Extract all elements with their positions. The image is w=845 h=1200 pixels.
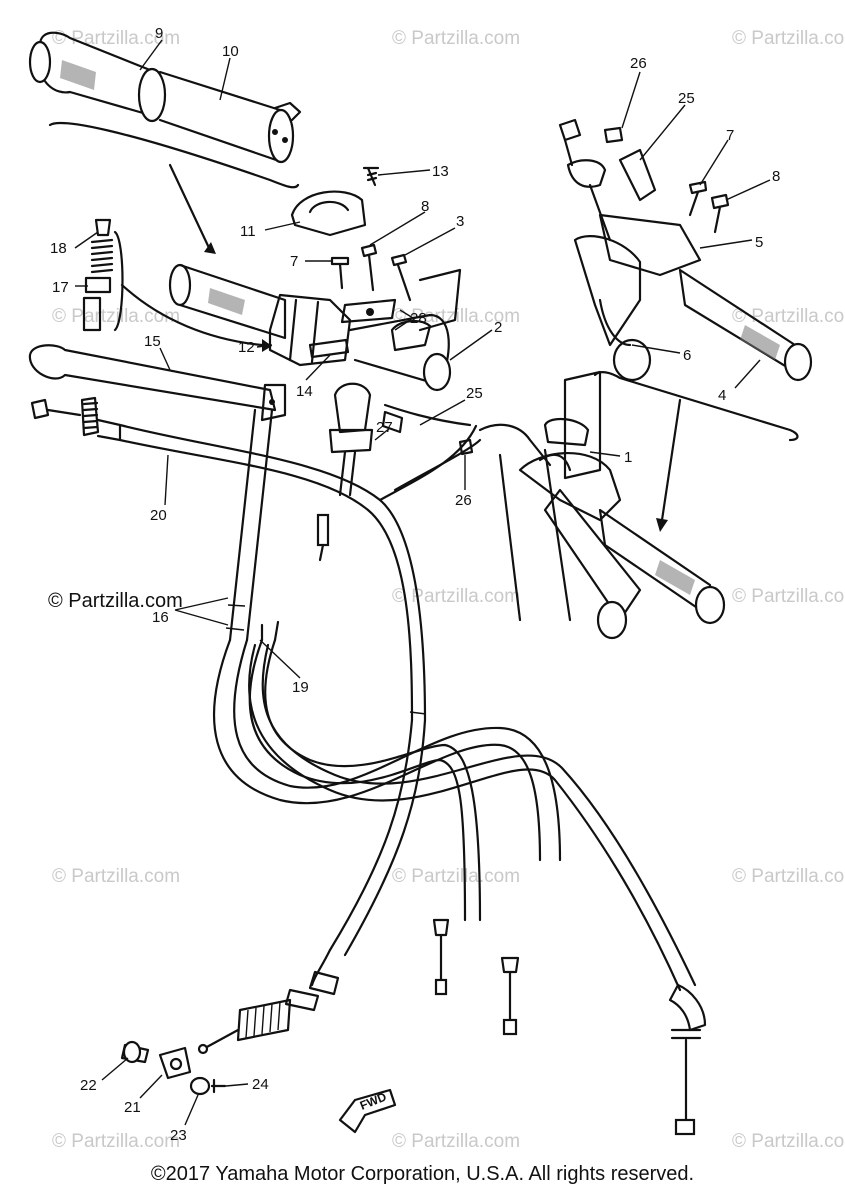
watermark: © Partzilla.com: [392, 586, 520, 607]
callout-13: 13: [432, 163, 449, 180]
callout-26a: 26: [630, 55, 647, 72]
callout-22: 22: [80, 1077, 97, 1094]
callout-4: 4: [718, 387, 726, 404]
watermarks: © Partzilla.com © Partzilla.com © Partzi…: [48, 28, 845, 1152]
cable-ends: [432, 918, 707, 1136]
callout-20: 20: [150, 507, 167, 524]
callout-18: 18: [50, 240, 67, 257]
callout-1: 1: [624, 449, 632, 466]
callout-6: 6: [683, 347, 691, 364]
left-grip: [168, 263, 287, 340]
fwd-arrow-icon: FWD: [338, 1088, 397, 1134]
callout-24: 24: [252, 1076, 269, 1093]
callout-11: 11: [240, 223, 256, 240]
throttle-grip-exploded: [28, 31, 302, 254]
watermark: © Partzilla.com: [732, 28, 845, 49]
callout-26b: 26: [455, 492, 472, 509]
cable-adjuster: [82, 218, 272, 352]
watermark: © Partzilla.com: [732, 866, 845, 887]
watermark: © Partzilla.com: [392, 866, 520, 887]
callout-3: 3: [456, 213, 464, 230]
clutch-cable-end: [30, 396, 427, 722]
callout-23: 23: [170, 1127, 187, 1144]
callout-15: 15: [144, 333, 161, 350]
callout-19: 19: [292, 679, 309, 696]
callout-27: 27: [376, 419, 393, 436]
brake-lever-exploded: [558, 118, 813, 532]
callout-21: 21: [124, 1099, 141, 1116]
watermark: © Partzilla.com: [732, 1131, 845, 1152]
watermark: © Partzilla.com: [732, 586, 845, 607]
throttle-cable-end: [120, 948, 340, 1096]
brake-lever-mounted: [498, 370, 726, 640]
callout-9: 9: [155, 25, 163, 42]
callout-labels: 9 10 11 13 8 7 3 2 28 12 14 18 17 15 20 …: [50, 25, 780, 1144]
watermark: © Partzilla.com: [52, 1131, 180, 1152]
callout-5: 5: [755, 234, 763, 251]
callout-12: 12: [238, 339, 255, 356]
callout-25a: 25: [678, 90, 695, 107]
callout-28: 28: [410, 310, 427, 327]
cable-bundle: [212, 408, 697, 992]
watermark-strong: © Partzilla.com: [48, 590, 183, 612]
callout-14: 14: [296, 383, 313, 400]
callout-17: 17: [52, 279, 69, 296]
callout-16: 16: [152, 609, 169, 626]
leader-lines: [74, 39, 771, 1126]
watermark: © Partzilla.com: [392, 1131, 520, 1152]
choke-knob: [316, 382, 474, 562]
copyright-notice: ©2017 Yamaha Motor Corporation, U.S.A. A…: [150, 1163, 695, 1185]
watermark: © Partzilla.com: [52, 866, 180, 887]
watermark: © Partzilla.com: [392, 28, 520, 49]
clutch-lever: [28, 344, 287, 422]
housing-bolts: [330, 243, 412, 302]
callout-2: 2: [494, 319, 502, 336]
callout-8a: 8: [421, 198, 429, 215]
callout-8b: 8: [772, 168, 780, 185]
callout-25b: 25: [466, 385, 483, 402]
callout-10: 10: [222, 43, 239, 60]
throttle-housing: [268, 166, 462, 392]
watermark: © Partzilla.com: [52, 306, 180, 327]
watermark: © Partzilla.com: [732, 306, 845, 327]
callout-7b: 7: [726, 127, 734, 144]
callout-7a: 7: [290, 253, 298, 270]
